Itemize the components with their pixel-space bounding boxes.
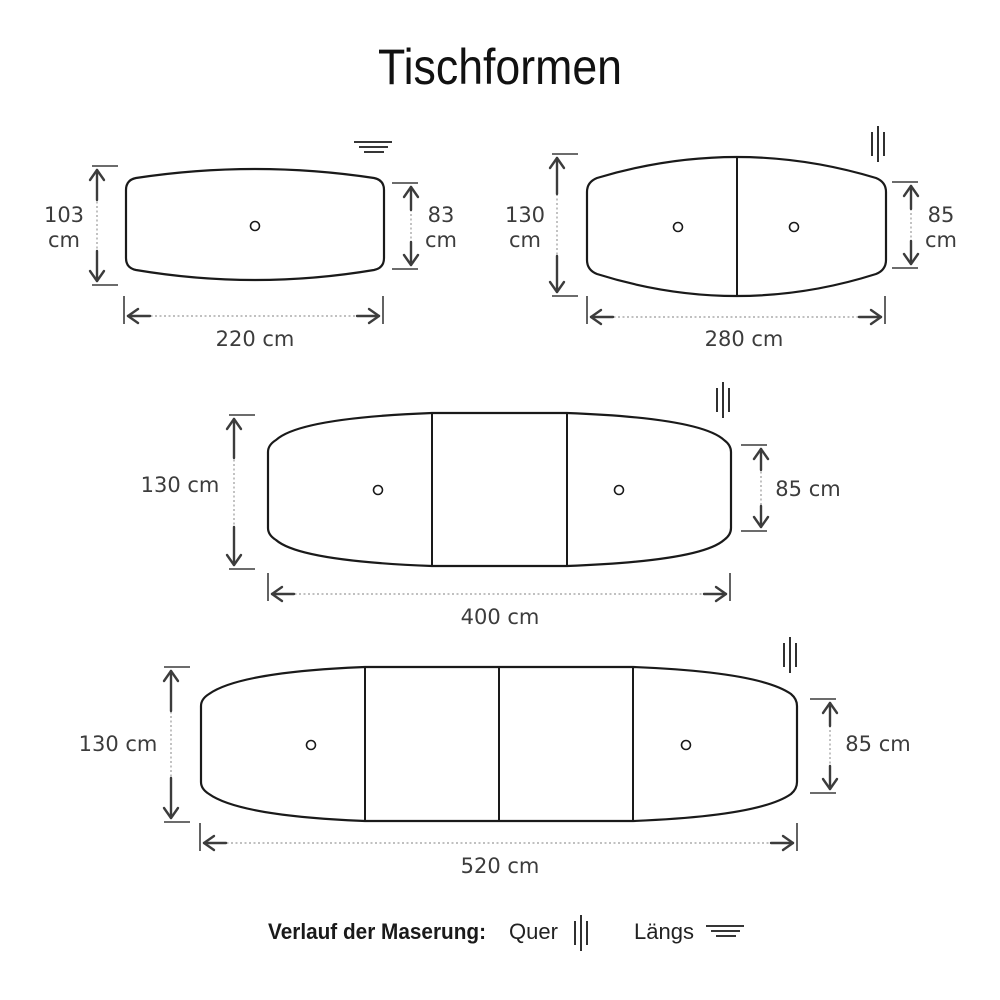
table-400-width-label: 400 cm (461, 605, 540, 629)
table-520-mid-height-dimension: 85 cm (810, 698, 911, 794)
table-520-mid-height-label: 85 cm (845, 732, 910, 756)
table-280-mid-height-unit: cm (925, 228, 957, 252)
table-220: 103 cm 83 cm 220 cm (44, 141, 457, 351)
diagram-title: Tischformen (378, 39, 622, 95)
table-220-hole (249, 220, 261, 232)
legend-quer-icon (574, 915, 588, 951)
table-220-width-label: 220 cm (216, 327, 295, 351)
table-400-mid-height-dimension: 85 cm (741, 444, 841, 532)
table-400-outline (266, 411, 733, 568)
table-280-mid-height-label: 85 (928, 203, 955, 227)
table-280: 130 cm 85 cm 280 cm (505, 126, 957, 351)
table-400: 130 cm 85 cm 400 cm (141, 382, 841, 629)
table-220-end-height-label: 103 (44, 203, 84, 227)
table-220-width-dimension: 220 cm (123, 296, 384, 351)
table-280-hole-left (672, 221, 684, 233)
table-400-width-dimension: 400 cm (267, 573, 731, 629)
table-220-mid-height-unit: cm (425, 228, 457, 252)
table-280-grain-quer-icon (871, 126, 885, 162)
table-280-hole-right (788, 221, 800, 233)
table-520-end-height-label: 130 cm (79, 732, 158, 756)
table-400-end-height-dimension: 130 cm (141, 414, 255, 570)
table-280-width-label: 280 cm (705, 327, 784, 351)
legend-quer-label: Quer (509, 919, 558, 944)
legend-laengs-label: Längs (634, 919, 694, 944)
table-220-mid-height-dimension: 83 cm (392, 182, 457, 270)
table-400-hole-left (372, 484, 384, 496)
table-520-end-height-dimension: 130 cm (79, 666, 190, 823)
table-520-grain-quer-icon (783, 637, 797, 673)
table-400-mid-height-label: 85 cm (775, 477, 840, 501)
table-520-width-dimension: 520 cm (199, 823, 798, 878)
table-280-end-height-dimension: 130 cm (505, 153, 578, 297)
table-400-grain-quer-icon (716, 382, 730, 418)
table-220-end-height-unit: cm (48, 228, 80, 252)
table-520-outline (199, 665, 799, 823)
table-280-width-dimension: 280 cm (586, 296, 886, 351)
table-520-width-label: 520 cm (461, 854, 540, 878)
table-280-outline (585, 155, 888, 298)
legend-label: Verlauf der Maserung: (268, 919, 486, 944)
table-520: 130 cm 85 cm 520 cm (79, 637, 911, 878)
table-220-grain-laengs-icon (354, 141, 392, 153)
table-280-end-height-label: 130 (505, 203, 545, 227)
table-280-mid-height-dimension: 85 cm (892, 181, 957, 269)
table-400-end-height-label: 130 cm (141, 473, 220, 497)
table-220-mid-height-label: 83 (428, 203, 455, 227)
legend-laengs-icon (706, 925, 744, 937)
table-280-end-height-unit: cm (509, 228, 541, 252)
table-400-hole-right (613, 484, 625, 496)
table-520-hole-right (680, 739, 692, 751)
table-220-outline (124, 167, 386, 282)
grain-legend: Verlauf der Maserung: Quer Längs (268, 915, 744, 951)
table-220-end-height-dimension: 103 cm (44, 165, 118, 286)
table-520-hole-left (305, 739, 317, 751)
